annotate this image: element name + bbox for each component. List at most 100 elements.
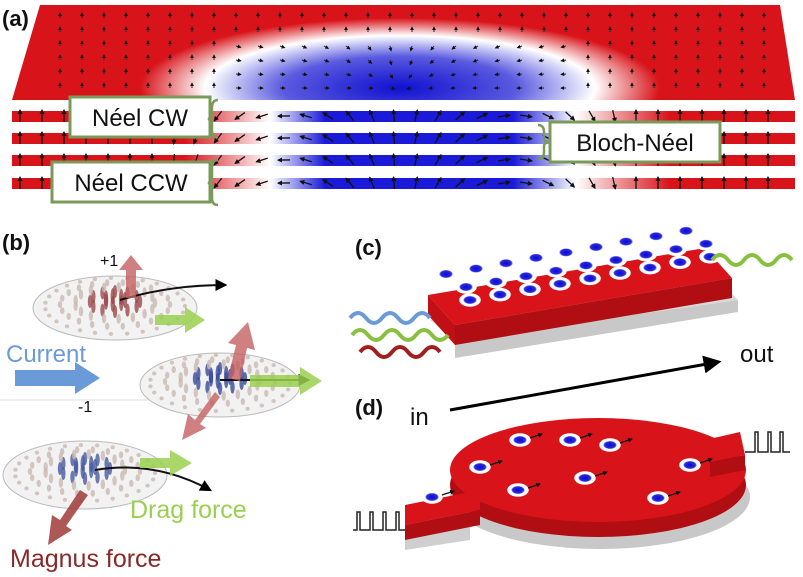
skyrmion-dot (679, 458, 701, 472)
spin-arrow (279, 44, 286, 49)
spin-cone (95, 453, 100, 467)
spin-cone (120, 470, 125, 481)
panel-b: (b) +1 Current (0, 230, 322, 573)
spin-cone (60, 307, 65, 315)
spin-arrow (428, 72, 435, 77)
spin-arrow (391, 152, 397, 167)
neel-ccw-box (50, 160, 212, 204)
spin-arrow (497, 113, 511, 119)
panel-c: (c) in out (348, 224, 794, 431)
spin-cone (116, 282, 121, 293)
spin-cone (165, 371, 170, 379)
spin-arrow (323, 58, 330, 63)
spin-arrow (497, 135, 511, 141)
current-arrow (15, 362, 100, 394)
spin-arrow (455, 133, 466, 143)
spin-arrow (322, 179, 334, 187)
spin-cone (36, 456, 41, 464)
wave-in-red (358, 345, 442, 359)
spin-cone (108, 331, 114, 336)
spin-cone (46, 484, 52, 492)
spin-cone (60, 294, 65, 302)
skyrmion-dot (635, 247, 657, 262)
motion-arrow (579, 432, 593, 439)
spin-arrow (322, 134, 334, 142)
spin-cone (112, 305, 118, 318)
spin-arrow (450, 72, 457, 77)
disk-top (450, 418, 746, 522)
spin-cone (159, 365, 164, 370)
spin-cone (175, 291, 180, 296)
spin-cone (36, 479, 41, 487)
spin-arrow (213, 177, 223, 189)
spin-arrow (255, 180, 268, 187)
motion-arrow (667, 490, 681, 497)
skyrmion-dot (545, 264, 567, 278)
spin-cone (245, 355, 250, 360)
motion-arrow (619, 437, 633, 444)
spin-arrow (408, 73, 413, 79)
spin-cone (165, 294, 170, 302)
skyrmion-dot (435, 267, 457, 281)
spin-arrow (345, 72, 352, 77)
skyrmion-dot (465, 261, 487, 276)
spin-arrow (472, 45, 479, 49)
spin-cone (169, 360, 175, 365)
spin-arrow (494, 72, 501, 77)
spin-cone (247, 364, 252, 375)
track-base (455, 300, 738, 358)
spin-cone (154, 281, 160, 286)
motion-arrow (527, 482, 541, 489)
neel-cw-brace (207, 98, 219, 139)
pulse-train-in (353, 511, 405, 531)
drag-arrow-bottom (140, 450, 192, 476)
spin-arrow (519, 157, 533, 163)
spin-arrow (472, 72, 479, 77)
spin-arrow (368, 131, 375, 144)
spin-cone (17, 461, 22, 466)
panel-label-d: (d) (355, 395, 383, 420)
spin-cone (230, 380, 235, 394)
channel-left-front (405, 510, 480, 540)
spin-cone (17, 480, 22, 485)
spin-arrow (413, 176, 419, 189)
spin-cone (135, 474, 140, 482)
spin-cone (148, 317, 154, 325)
spin-arrow (542, 112, 555, 120)
spin-cone (129, 456, 134, 464)
magnus-force-label: Magnus force (10, 545, 161, 573)
spin-cone (124, 448, 130, 453)
spin-cone (193, 387, 199, 398)
spin-arrow (542, 179, 555, 187)
motion-arrow (529, 432, 543, 439)
spin-cone (24, 455, 29, 460)
spin-cone (120, 279, 126, 287)
track-side (428, 295, 455, 345)
spin-arrow (255, 157, 268, 164)
spin-cone (180, 297, 186, 302)
spin-arrow (367, 73, 374, 77)
skyrmion-dot (574, 471, 596, 485)
disk-skyrmions (421, 432, 713, 505)
spin-arrow (345, 177, 355, 189)
panel-d: (d) (353, 395, 790, 550)
spin-cone (104, 467, 109, 480)
spin-cone (89, 280, 95, 288)
stripe-layer (12, 111, 795, 122)
spin-cone (48, 456, 54, 467)
spin-arrow (455, 111, 466, 121)
spin-cone (30, 461, 35, 469)
spin-cone (183, 383, 189, 394)
spin-cone (217, 362, 223, 375)
spin-cone (76, 317, 82, 325)
cross-section-stripes (12, 111, 795, 189)
spin-cone (57, 462, 63, 475)
panel-label-b: (b) (2, 230, 30, 255)
skyrmion-dot (549, 277, 571, 291)
spin-cone (100, 479, 106, 490)
spin-arrow (451, 45, 457, 50)
skyrmion-dot (645, 229, 667, 243)
spin-cone (150, 477, 156, 482)
spin-cone (34, 450, 40, 455)
